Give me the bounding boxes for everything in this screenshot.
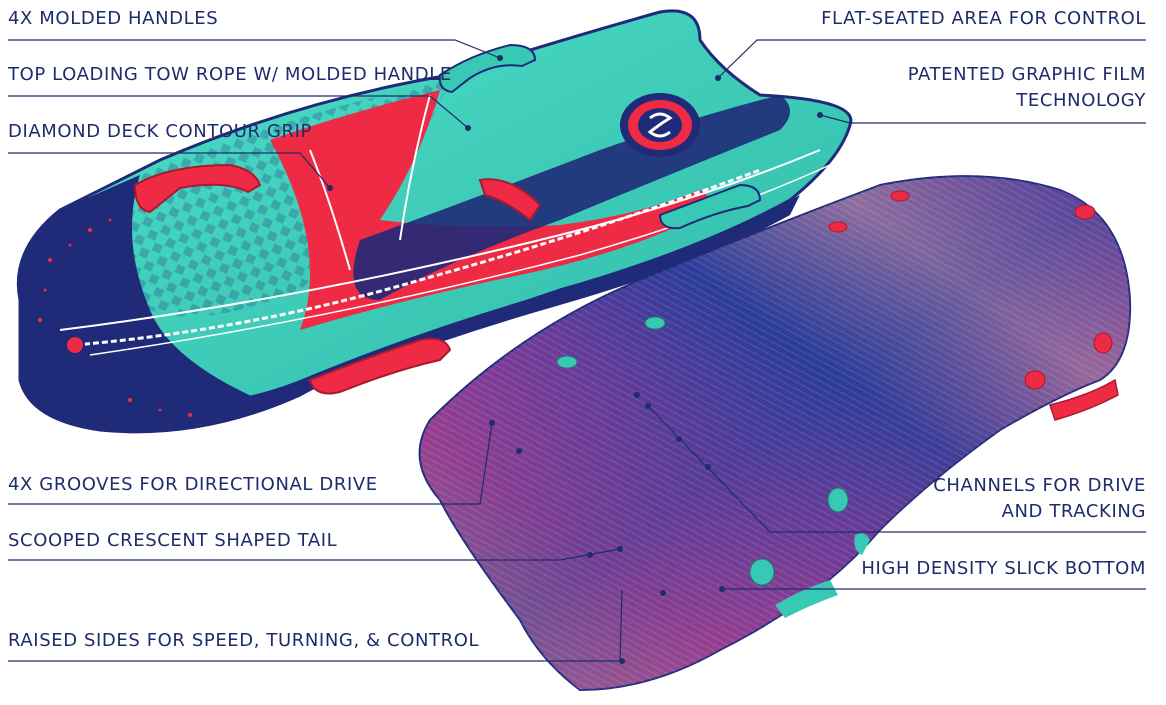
rope-anchor	[65, 335, 85, 355]
molded-handle-front-left	[133, 163, 262, 214]
callout-deck-grip: DIAMOND DECK CONTOUR GRIP	[8, 121, 312, 142]
callout-molded-handles: 4X MOLDED HANDLES	[8, 8, 219, 29]
callout-tow-rope: TOP LOADING TOW ROPE W/ MOLDED HANDLE	[8, 64, 452, 85]
deck-rail	[100, 195, 800, 432]
bottom-side-handle-teal	[854, 533, 870, 555]
callout-graphic-film-line1: PATENTED GRAPHIC FILM	[907, 64, 1146, 85]
swirl-logo-icon	[620, 93, 700, 157]
sled-deck	[16, 9, 853, 434]
callout-graphic-film: PATENTED GRAPHIC FILM TECHNOLOGY	[908, 62, 1146, 114]
bottom-red-pegs	[828, 190, 1113, 390]
callout-tail: SCOOPED CRESCENT SHAPED TAIL	[8, 530, 338, 551]
callout-channels-line2: AND TRACKING	[1001, 501, 1146, 522]
callout-grooves: 4X GROOVES FOR DIRECTIONAL DRIVE	[8, 474, 378, 495]
callout-channels: CHANNELS FOR DRIVE AND TRACKING	[933, 473, 1146, 525]
molded-handle-right-teal	[658, 183, 762, 230]
bottom-grooves-texture	[419, 176, 1131, 691]
callout-raised-sides: RAISED SIDES FOR SPEED, TURNING, & CONTR…	[8, 630, 480, 651]
sled-bottom	[418, 175, 1132, 692]
deck-speckles	[38, 218, 192, 417]
deck-pinstripe	[309, 149, 351, 271]
molded-handle-rear-left	[308, 337, 452, 395]
bottom-side-handle	[1049, 378, 1119, 421]
callout-slick-bottom: HIGH DENSITY SLICK BOTTOM	[861, 558, 1146, 579]
callout-graphic-film-line2: TECHNOLOGY	[1016, 90, 1146, 111]
callout-channels-line1: CHANNELS FOR DRIVE	[933, 475, 1146, 496]
deck-navy-tail	[18, 175, 261, 432]
deck-pinstripe	[59, 149, 821, 331]
tow-rope-handle	[478, 178, 542, 222]
deck-pinstripe	[399, 94, 431, 241]
bottom-teal-pegs	[556, 316, 849, 586]
callout-flat-seated: FLAT-SEATED AREA FOR CONTROL	[821, 8, 1146, 29]
leader-lines	[8, 39, 1146, 664]
tow-rope	[74, 168, 761, 347]
